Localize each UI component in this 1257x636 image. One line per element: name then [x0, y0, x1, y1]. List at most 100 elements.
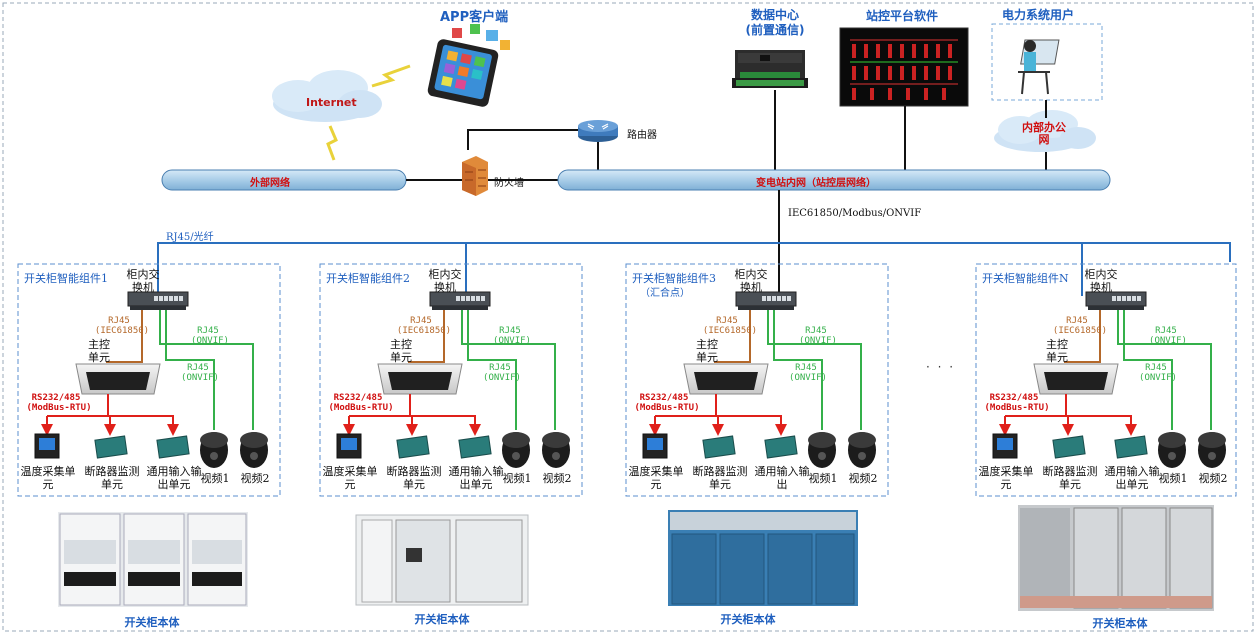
temp-unit-label-line2: 元 — [650, 478, 662, 491]
io-board — [1114, 435, 1148, 459]
rs485-label: RS232/485 — [989, 393, 1039, 403]
link-switch-video1 — [467, 310, 517, 430]
camera-top — [808, 432, 836, 448]
data-center-line2: (前置通信) — [745, 23, 805, 37]
rj45-onvif-label-2: RJ45 — [187, 363, 209, 373]
camera-top — [1158, 432, 1186, 448]
iec61850-label: (IEC61850) — [94, 326, 150, 336]
switch-port — [1117, 296, 1121, 301]
io-board — [156, 435, 190, 459]
onvif-label-1: (ONVIF) — [493, 336, 531, 346]
temperature-unit-screen — [647, 438, 663, 450]
main-unit-label-line1: 主控 — [390, 338, 412, 351]
router-label: 路由器 — [627, 130, 657, 141]
camera-lens — [552, 452, 560, 460]
cabinet-switch-base — [1088, 306, 1144, 310]
breaker-label-line2: 单元 — [709, 478, 731, 491]
switch-label-line2: 换机 — [132, 281, 154, 294]
internet-cloud — [272, 70, 382, 122]
rj45-onvif-label-1: RJ45 — [499, 326, 521, 336]
group-title: 开关柜智能组件2 — [326, 272, 410, 285]
link-switch-video2 — [461, 310, 556, 430]
switch-port — [772, 296, 776, 301]
cabinet-caption-1: 开关柜本体 — [124, 616, 180, 629]
switch-port — [787, 296, 791, 301]
video1-label: 视频1 — [200, 472, 230, 485]
cabinet-switch-base — [130, 306, 186, 310]
temp-unit-label-line1: 温度采集单 — [978, 465, 1034, 478]
group-subtitle: （汇合点） — [640, 288, 690, 299]
modbus-label: (ModBus-RTU) — [984, 403, 1050, 413]
link-switch-main — [1064, 310, 1101, 363]
io-label-line2: 出 — [776, 478, 788, 491]
group-box — [319, 263, 583, 497]
temp-unit-label-line2: 元 — [42, 478, 54, 491]
protocol-trunk-label: IEC61850/Modbus/ONVIF — [788, 208, 922, 219]
group-title: 开关柜智能组件1 — [24, 272, 108, 285]
link-switch-video1 — [773, 310, 823, 430]
data-center-line1: 数据中心 — [750, 8, 799, 22]
switch-label-line2: 换机 — [434, 281, 456, 294]
switch-label-line1: 柜内交 — [126, 268, 160, 281]
switch-port — [456, 296, 460, 301]
switch-label-line2: 换机 — [1090, 281, 1112, 294]
cabinet-photo-3 — [668, 510, 858, 606]
video2-label: 视频2 — [1198, 472, 1228, 485]
station-software-label: 站控平台软件 — [866, 9, 939, 23]
link-switch-video1 — [1123, 310, 1173, 430]
breaker-label-line1: 断路器监测 — [386, 465, 442, 478]
external-network-label: 外部网络 — [250, 178, 290, 189]
main-unit-label-line2: 单元 — [696, 351, 718, 364]
modbus-label: (ModBus-RTU) — [328, 403, 394, 413]
rj45-onvif-label-2: RJ45 — [1145, 363, 1167, 373]
group-title: 开关柜智能组件3 — [632, 272, 716, 285]
group-box — [17, 263, 281, 497]
onvif-label-2: (ONVIF) — [483, 373, 521, 383]
station-software-screen — [839, 27, 969, 107]
main-unit-label-line1: 主控 — [88, 338, 110, 351]
cabinet-switch-base — [738, 306, 794, 310]
rj45-onvif-label-1: RJ45 — [1155, 326, 1177, 336]
link-switch-main — [106, 310, 143, 363]
cabinet-photo-2 — [355, 514, 529, 606]
distribution-line — [157, 242, 1231, 262]
onvif-label-1: (ONVIF) — [799, 336, 837, 346]
rs485-label: RS232/485 — [31, 393, 81, 403]
io-label-line1: 通用输入输 — [754, 465, 810, 478]
video1-label: 视频1 — [502, 472, 532, 485]
switch-port — [1127, 296, 1131, 301]
io-label-line1: 通用输入输 — [1104, 465, 1160, 478]
breaker-monitor-board — [396, 435, 430, 459]
main-unit-label-line2: 单元 — [88, 351, 110, 364]
io-label-line2: 出单元 — [157, 478, 191, 491]
group-box — [975, 263, 1237, 497]
video1-label: 视频1 — [808, 472, 838, 485]
switch-port — [154, 296, 158, 301]
link-switch-video2 — [1117, 310, 1212, 430]
onvif-label-2: (ONVIF) — [789, 373, 827, 383]
app-phone-icon — [427, 24, 510, 107]
main-control-screen — [86, 372, 150, 390]
camera-lens — [250, 452, 258, 460]
breaker-label-line2: 单元 — [1059, 478, 1081, 491]
app-client-label: APP客户端 — [440, 10, 509, 25]
main-unit-label-line2: 单元 — [1046, 351, 1068, 364]
breaker-label-line2: 单元 — [403, 478, 425, 491]
io-label-line1: 通用输入输 — [448, 465, 504, 478]
iec61850-label: (IEC61850) — [702, 326, 758, 336]
breaker-label-line1: 断路器监测 — [84, 465, 140, 478]
breaker-monitor-board — [94, 435, 128, 459]
switch-port — [1137, 296, 1141, 301]
onvif-label-1: (ONVIF) — [191, 336, 229, 346]
temperature-unit-screen — [39, 438, 55, 450]
main-unit-label-line2: 单元 — [390, 351, 412, 364]
video2-label: 视频2 — [240, 472, 270, 485]
ellipsis-label: · · · — [926, 360, 956, 374]
io-board — [458, 435, 492, 459]
io-label-line1: 通用输入输 — [146, 465, 202, 478]
rj45-onvif-label-1: RJ45 — [805, 326, 827, 336]
cabinet-caption-4: 开关柜本体 — [1092, 617, 1148, 630]
modbus-label: (ModBus-RTU) — [26, 403, 92, 413]
groups-layer — [17, 263, 1237, 497]
